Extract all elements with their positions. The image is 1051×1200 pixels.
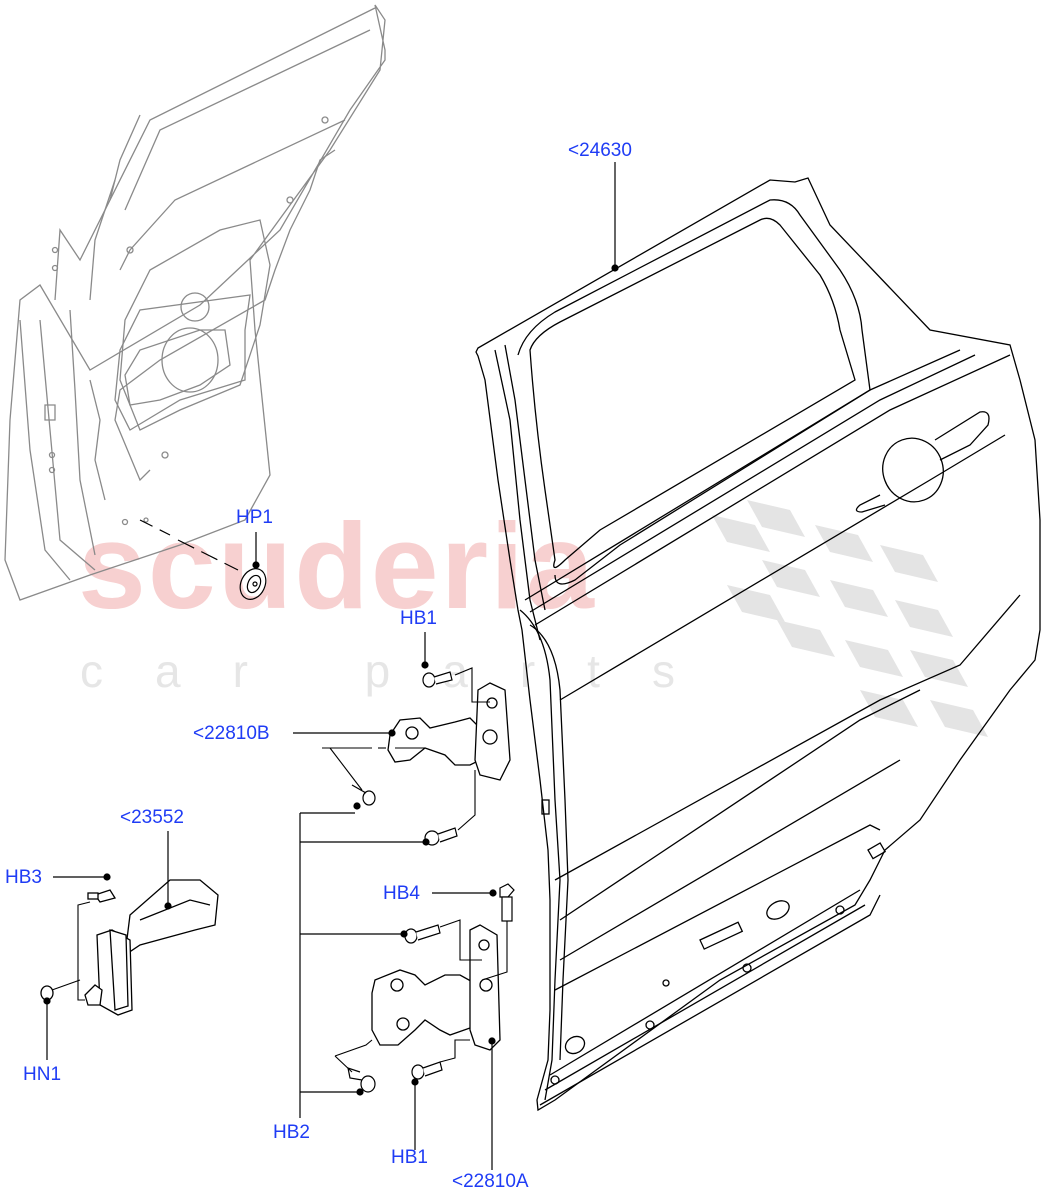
lower-hinge bbox=[371, 924, 501, 1051]
upper-hinge-leaders bbox=[322, 667, 490, 831]
callout-hn1[interactable]: HN1 bbox=[23, 1064, 62, 1085]
watermark-scuderia: scuderia bbox=[78, 498, 596, 634]
callout-hb1-lower[interactable]: HB1 bbox=[391, 1147, 428, 1168]
callout-hb2[interactable]: HB2 bbox=[273, 1122, 310, 1143]
callout-hb3[interactable]: HB3 bbox=[5, 867, 42, 888]
callout-22810b[interactable]: <22810B bbox=[193, 723, 270, 744]
watermark-car-parts: car parts bbox=[80, 645, 727, 697]
grommet-hp1 bbox=[139, 519, 267, 600]
callout-hb4[interactable]: HB4 bbox=[383, 883, 420, 904]
callout-hp1[interactable]: HP1 bbox=[236, 507, 273, 528]
callout-22810a[interactable]: <22810A bbox=[452, 1171, 529, 1192]
lower-hinge-leaders bbox=[334, 919, 508, 1073]
callout-23552[interactable]: <23552 bbox=[120, 807, 184, 828]
callout-leaders bbox=[43, 162, 619, 1170]
checkered-flag-watermark bbox=[712, 500, 988, 737]
rear-door-shell bbox=[475, 177, 1041, 1112]
upper-hinge bbox=[387, 682, 511, 781]
check-strap-leaders bbox=[51, 901, 91, 1001]
callout-24630[interactable]: <24630 bbox=[568, 140, 632, 161]
check-strap bbox=[40, 879, 219, 1016]
inner-door-panel bbox=[4, 4, 386, 601]
lower-hinge-bolts bbox=[347, 883, 515, 1093]
callout-hb1-upper[interactable]: HB1 bbox=[400, 608, 437, 629]
